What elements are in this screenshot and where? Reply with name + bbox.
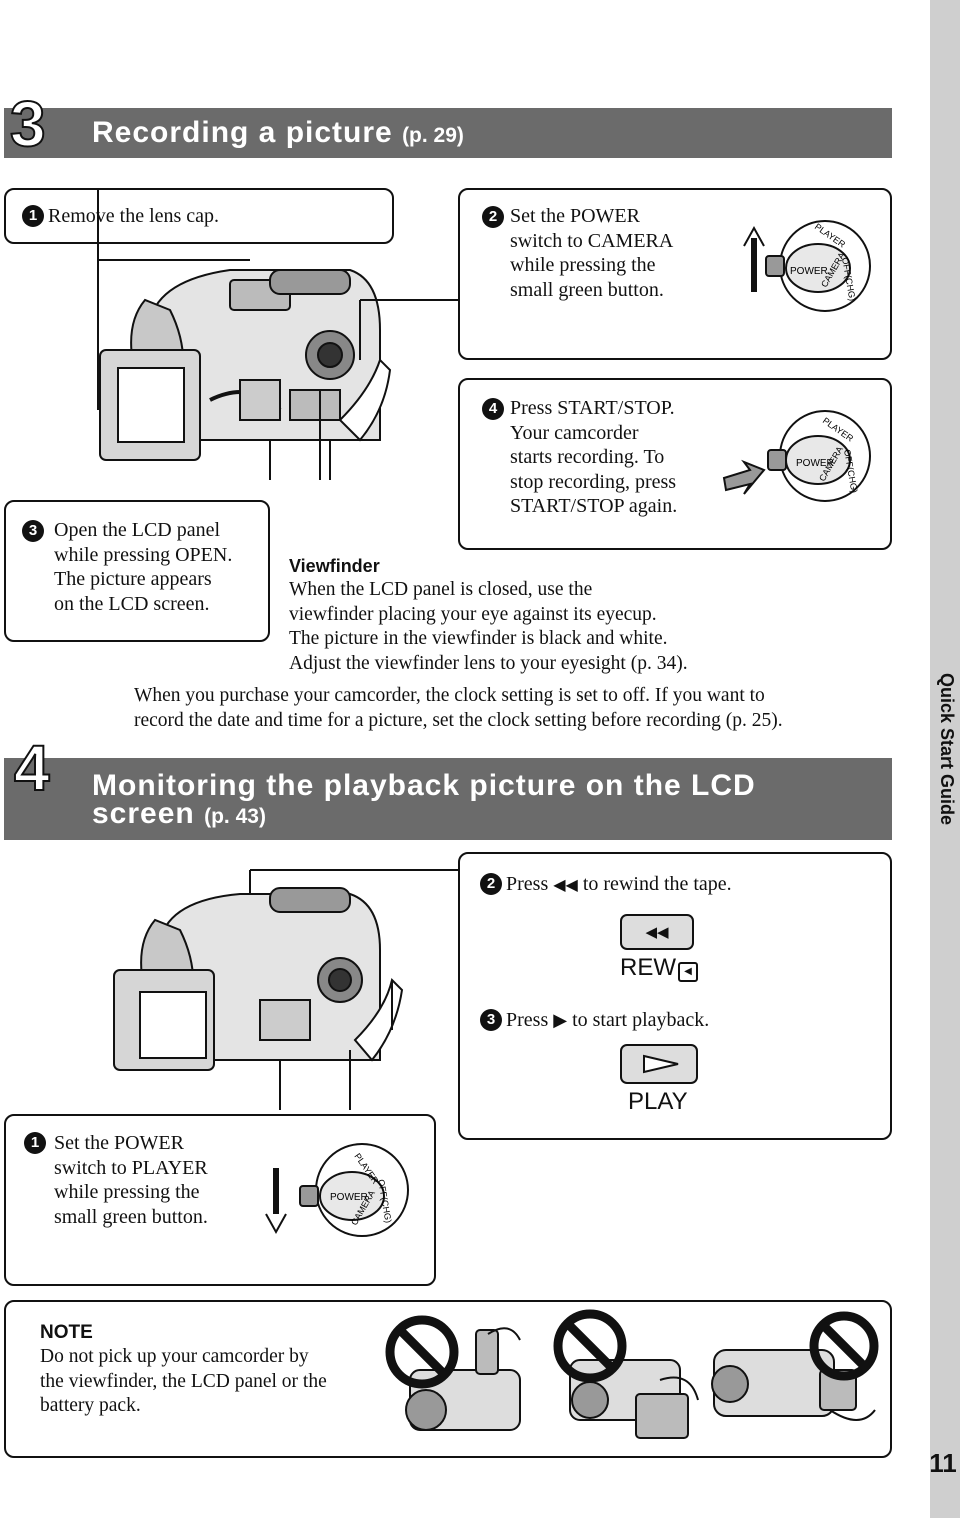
power-dial-startstop: POWER PLAYER OFF(CHG) CAMERA <box>722 410 871 502</box>
section3-header-bar <box>4 108 892 158</box>
play-symbol-icon: ▶ <box>553 1010 568 1031</box>
section3-step4-text: Press START/STOP.Your camcorder starts r… <box>510 397 678 517</box>
prohibition-icon <box>385 1315 459 1389</box>
play-button[interactable] <box>620 1044 698 1084</box>
section4-step1-num-wrap: 1 <box>24 1132 50 1154</box>
rewind-icon: ◀◀ <box>645 923 669 941</box>
section4-step23-box <box>458 852 892 1140</box>
section3-step3-box <box>4 500 270 642</box>
prohibition-icon <box>553 1309 627 1383</box>
rewind-button[interactable]: ◀◀ <box>620 914 694 950</box>
section3-number: 3 <box>9 88 47 160</box>
rewind-symbol-icon: ◀◀ <box>553 875 578 894</box>
prohibited-battery-grip <box>711 1311 879 1421</box>
section3-step4-num-wrap: 4 <box>482 398 508 420</box>
side-tab-label: Quick Start Guide <box>937 673 957 826</box>
side-tab-strip <box>930 0 960 1518</box>
rewind-badge-icon: ◀ <box>678 962 698 982</box>
section3-title: Recording a picture (p. 29) <box>92 116 464 149</box>
play-icon <box>643 1054 679 1074</box>
prohibited-viewfinder-grip <box>385 1315 521 1431</box>
camcorder-illustration-playback <box>113 869 458 1110</box>
clock-note: When you purchase your camcorder, the cl… <box>134 685 783 731</box>
section3-step1-box <box>4 188 394 244</box>
prohibition-icon <box>809 1311 879 1381</box>
section4-title: Monitoring the playback picture on the L… <box>92 769 756 830</box>
dial-power-label: POWER <box>790 266 828 277</box>
note-title: NOTE <box>40 1322 93 1343</box>
dial-power-label-3: POWER <box>330 1192 368 1203</box>
section3-step3-num-wrap: 3 <box>22 520 48 542</box>
section4-header-bar <box>4 758 892 840</box>
section4-number: 4 <box>13 732 51 804</box>
prohibited-lcd-grip <box>553 1309 699 1439</box>
play-button-label: PLAY <box>628 1088 688 1115</box>
viewfinder-title: Viewfinder <box>289 556 380 576</box>
rewind-button-label: REW◀ <box>620 954 698 982</box>
power-dial-player: POWER PLAYER OFF(CHG) CAMERA <box>265 1143 409 1237</box>
camcorder-illustration-recording <box>97 188 460 480</box>
power-dial-camera: POWER PLAYER OFF(CHG) CAMERA <box>743 220 871 312</box>
dial-power-label-2: POWER <box>796 458 834 469</box>
section3-step2-num-wrap: 2 <box>482 206 508 228</box>
page-number: 11 <box>929 1448 957 1478</box>
